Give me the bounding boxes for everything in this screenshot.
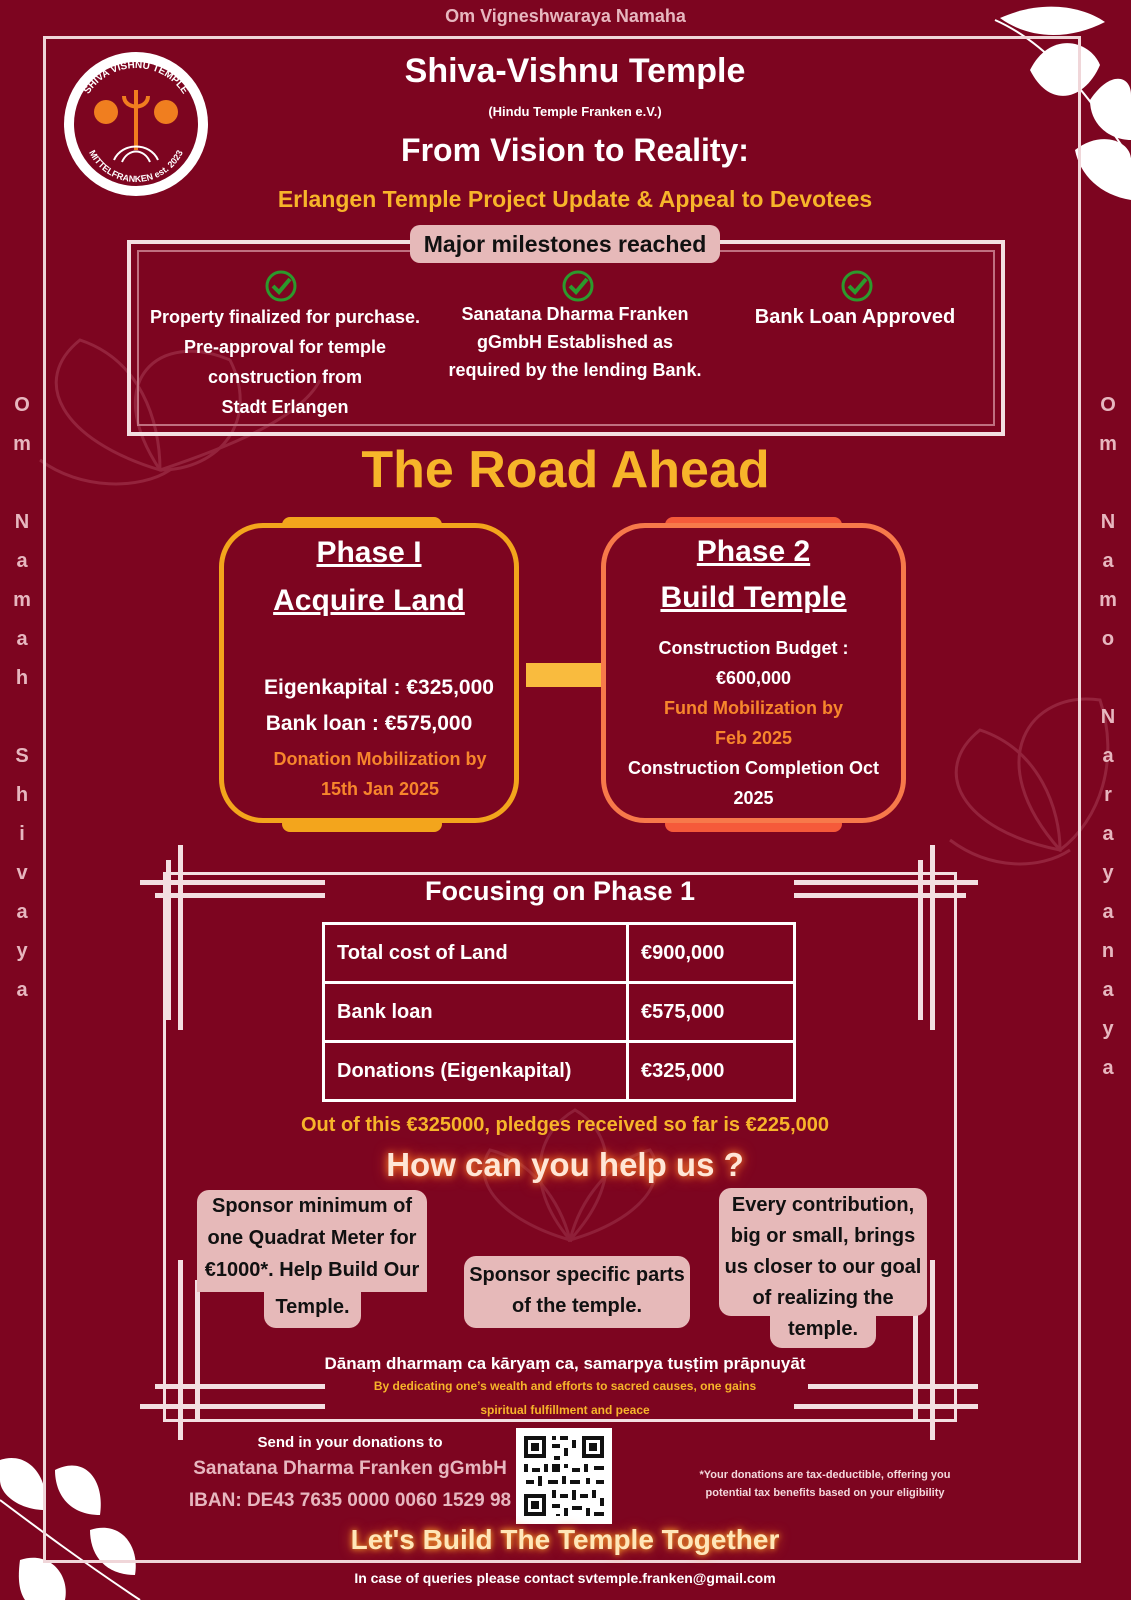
road-ahead-title: The Road Ahead (361, 441, 770, 499)
side-letter: O (14, 394, 30, 416)
temple-logo: SHIVA VISHNU TEMPLE MITTELFRANKEN est. 2… (64, 52, 208, 196)
donation-organization: Sanatana Dharma Franken gGmbH (193, 1458, 507, 1479)
side-letter: v (16, 862, 28, 884)
help-option-any: Every contribution, big or small, brings… (719, 1188, 927, 1316)
phase1-title: Phase I (316, 536, 422, 569)
side-letter: r (1104, 784, 1112, 806)
phase1-loan: Bank loan : €575,000 (265, 712, 473, 735)
conch-icon (94, 100, 178, 124)
phase2-fund-mobilization: Fund Mobilization by Feb 2025 (664, 698, 843, 748)
side-letter (7, 698, 37, 737)
leaf-icon (0, 1458, 136, 1600)
side-letter: h (15, 667, 29, 689)
side-letter: N (1100, 706, 1116, 728)
help-option-any-end: temple. (770, 1314, 876, 1348)
side-letter: y (1102, 1018, 1114, 1040)
donation-label: Send in your donations to (257, 1434, 443, 1451)
phase1-mobilization: Donation Mobilization by 15th Jan 2025 (273, 749, 487, 799)
call-to-action: Let's Build The Temple Together (350, 1524, 780, 1555)
table-row: Donations (Eigenkapital) €325,000 (322, 1040, 796, 1102)
contact-text: In case of queries please contact svtemp… (354, 1570, 776, 1586)
help-title: How can you help us ? (386, 1146, 744, 1183)
cost-table: Total cost of Land €900,000 Bank loan €5… (322, 922, 796, 1102)
pledges-text: Out of this €325000, pledges received so… (300, 1114, 830, 1136)
phase2-completion: Construction Completion Oct 2025 (628, 758, 879, 808)
focus-box (163, 872, 957, 1422)
trident-icon (122, 90, 150, 150)
side-letter: m (1099, 433, 1117, 455)
milestone-gmbh: Sanatana Dharma Franken gGmbH Establishe… (448, 304, 702, 380)
help-option-sqm: Sponsor minimum of one Quadrat Meter for… (197, 1190, 427, 1292)
table-row: Bank loan €575,000 (322, 981, 796, 1043)
side-letter (1093, 659, 1123, 698)
side-letter: a (1102, 979, 1114, 1001)
side-letter: h (15, 784, 29, 806)
phase2-title: Phase 2 (696, 535, 811, 568)
lotus-icon (949, 697, 1110, 866)
check-circle-icon (265, 270, 297, 302)
subheadline: Erlangen Temple Project Update & Appeal … (277, 186, 873, 212)
side-letter: a (1102, 1057, 1114, 1079)
side-letter: a (16, 901, 28, 923)
table-row: Total cost of Land €900,000 (322, 922, 796, 984)
side-letter: S (15, 745, 29, 767)
verse-meaning: By dedicating one’s wealth and efforts t… (373, 1379, 757, 1417)
side-letter: m (13, 433, 31, 455)
side-letter: y (16, 940, 28, 962)
phase2-subtitle: Build Temple (660, 581, 847, 614)
lotus-icon (482, 1108, 658, 1243)
qr-code-icon[interactable] (516, 1428, 612, 1524)
focus-title: Focusing on Phase 1 (424, 876, 696, 906)
side-letter: o (1101, 628, 1115, 650)
side-letter: n (1101, 940, 1115, 962)
donation-iban: IBAN: DE43 7635 0000 0060 1529 98 (188, 1490, 512, 1511)
sanskrit-verse: Dānaṃ dharmaṃ ca kāryaṃ ca, samarpya tuṣ… (324, 1354, 806, 1373)
invocation-text: Om Vigneshwaraya Namaha (445, 6, 686, 26)
temple-name: Shiva-Vishnu Temple (404, 52, 746, 90)
association-name: (Hindu Temple Franken e.V.) (488, 104, 662, 119)
side-letter: m (13, 589, 31, 611)
side-letter: a (16, 628, 28, 650)
side-letter: N (1100, 511, 1116, 533)
phase1-card (219, 523, 519, 823)
check-circle-icon (562, 270, 594, 302)
milestones-label: Major milestones reached (410, 225, 720, 263)
side-letter: a (1102, 823, 1114, 845)
phase-connector (526, 663, 601, 687)
side-letter (1093, 464, 1123, 503)
outer-frame (43, 36, 1081, 1563)
side-letter: m (1099, 589, 1117, 611)
phase1-equity: Eigenkapital : €325,000 (264, 676, 494, 699)
check-circle-icon (841, 270, 873, 302)
side-letter: O (1100, 394, 1116, 416)
phase2-budget: Construction Budget : €600,000 (658, 638, 849, 688)
side-letter: N (14, 511, 30, 533)
phase1-subtitle: Acquire Land (273, 584, 465, 617)
side-letter (7, 464, 37, 503)
side-letter: a (1102, 550, 1114, 572)
phase2-card (601, 523, 906, 823)
milestone-property: Property finalized for purchase. Pre-app… (149, 307, 421, 417)
side-letter: i (19, 823, 25, 845)
side-letter: a (1102, 745, 1114, 767)
side-letter: a (16, 550, 28, 572)
headline: From Vision to Reality: (401, 132, 749, 168)
help-option-sqm-end: Temple. (264, 1292, 361, 1328)
milestone-loan: Bank Loan Approved (754, 306, 956, 328)
help-option-parts: Sponsor specific parts of the temple. (464, 1256, 690, 1328)
leaf-icon (1000, 6, 1131, 200)
side-letter: y (1102, 862, 1114, 884)
side-letter: a (1102, 901, 1114, 923)
side-letter: a (16, 979, 28, 1001)
tax-note: *Your donations are tax-deductible, offe… (699, 1469, 951, 1499)
